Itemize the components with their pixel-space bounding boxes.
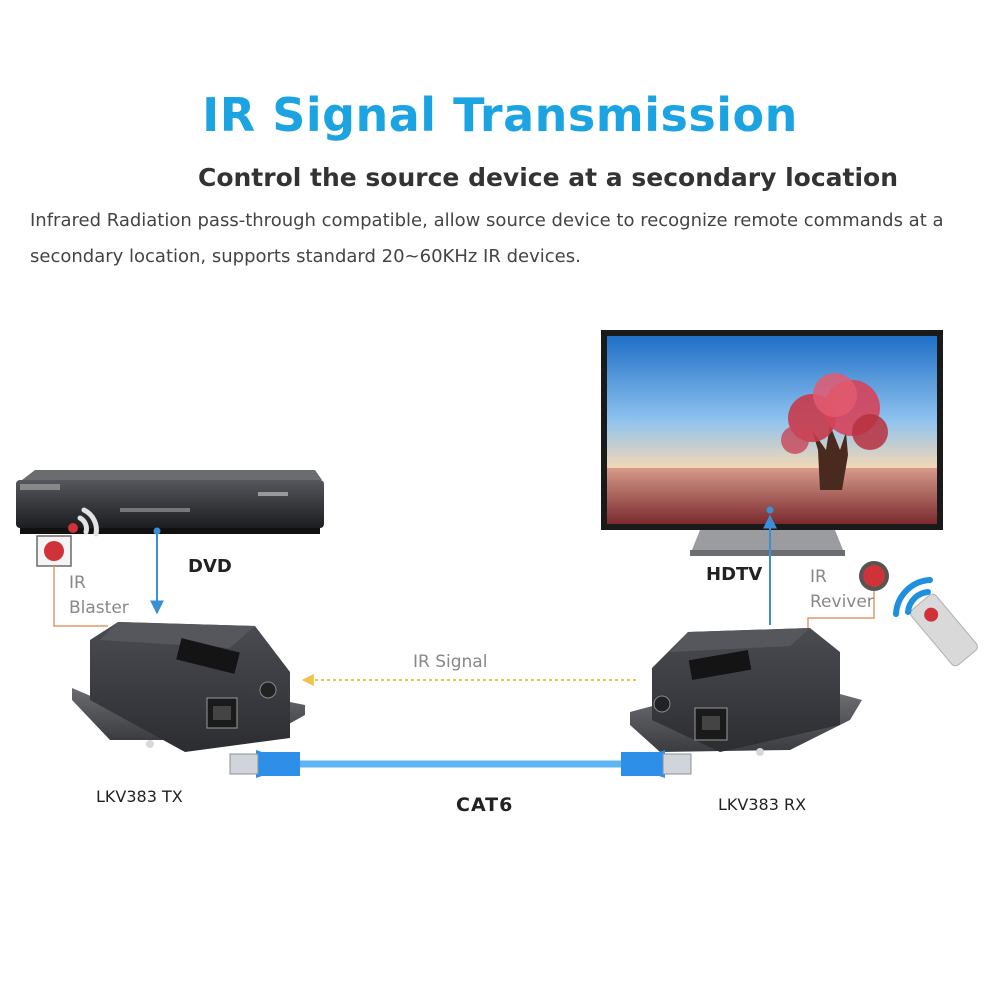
ir-receiver-icon	[859, 561, 889, 591]
label-ir-receiver-line-2: Reviver	[810, 592, 874, 612]
rx-to-hdtv-arrow	[763, 506, 777, 625]
ir-blaster-icon	[36, 535, 72, 567]
diagram-title: IR Signal Transmission	[202, 88, 798, 142]
hdtv-device	[601, 330, 943, 556]
ir-blaster-wire	[53, 566, 108, 627]
label-lkv383-tx: LKV383 TX	[96, 787, 183, 806]
cat6-cable	[229, 750, 692, 778]
label-ir-blaster-line-1: IR	[69, 573, 86, 593]
remote-control-icon	[893, 577, 978, 667]
label-hdtv: HDTV	[706, 564, 763, 585]
dvd-to-tx-arrow	[150, 527, 164, 615]
description-line-2: secondary location, supports standard 20…	[30, 246, 581, 267]
label-ir-blaster-line-2: Blaster	[69, 598, 129, 618]
label-ir-signal: IR Signal	[413, 652, 488, 672]
label-cat6: CAT6	[456, 794, 514, 816]
lkv383-rx-unit	[630, 628, 862, 756]
diagram-subtitle: Control the source device at a secondary…	[197, 163, 899, 192]
label-ir-receiver: IR Reviver	[810, 565, 874, 615]
description: Infrared Radiation pass-through compatib…	[30, 203, 995, 275]
description-line-1: Infrared Radiation pass-through compatib…	[30, 210, 944, 231]
label-ir-blaster: IR Blaster	[69, 571, 129, 621]
dvd-player	[16, 470, 324, 534]
label-lkv383-rx: LKV383 RX	[718, 795, 807, 814]
label-dvd: DVD	[188, 556, 232, 577]
label-ir-receiver-line-1: IR	[810, 567, 827, 587]
lkv383-tx-unit	[72, 622, 305, 752]
dvd-ir-wave-icon	[68, 507, 99, 537]
